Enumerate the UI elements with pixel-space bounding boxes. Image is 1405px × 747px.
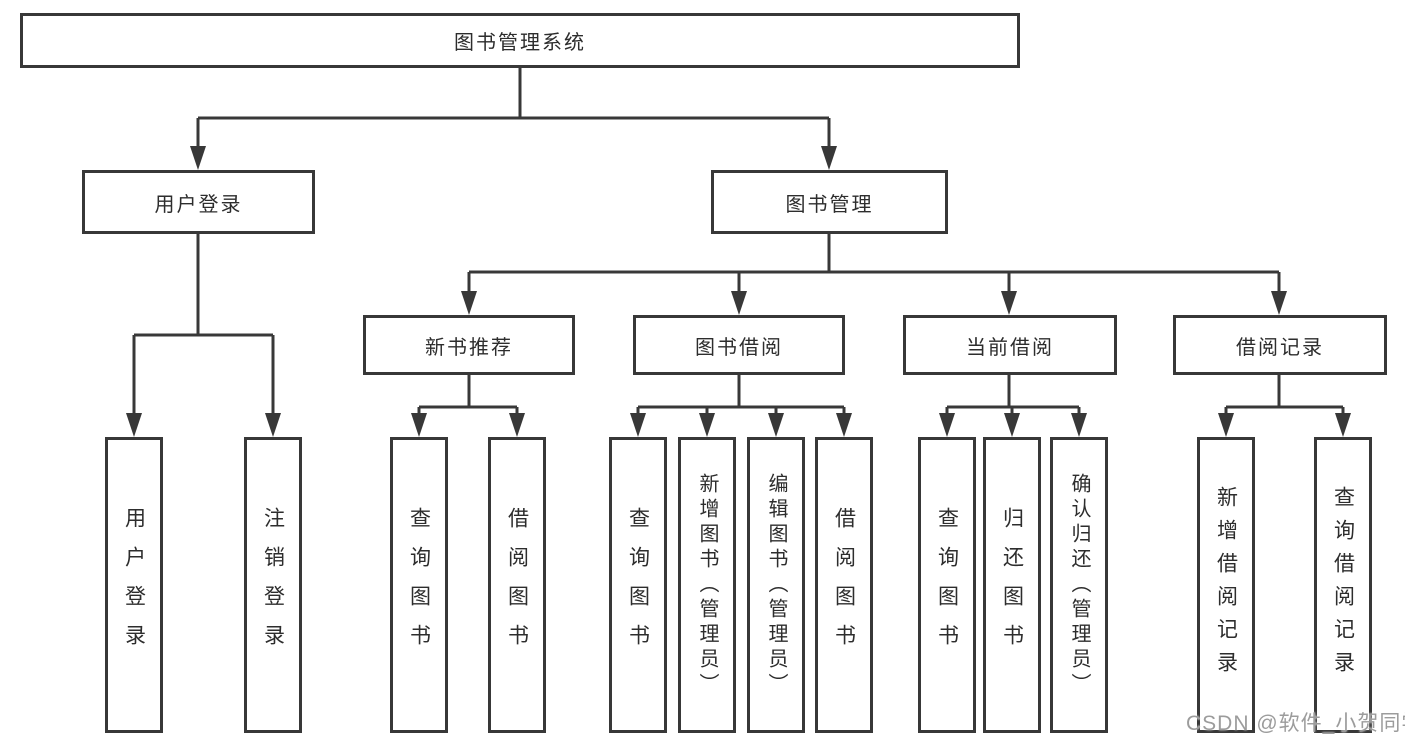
arrowhead-icon [731,291,747,315]
arrowhead-icon [836,413,852,437]
arrowhead-icon [939,413,955,437]
node-book-borrowing: 图书借阅 [633,315,845,375]
leaf-newbooks-query-label: 查询图书 [407,507,431,663]
leaf-current-confirm-return-admin: 确认归还（管理员） [1050,437,1108,733]
arrowhead-icon [1218,413,1234,437]
leaf-borrow-borrow-book-label: 借阅图书 [832,507,856,663]
node-book-management: 图书管理 [711,170,948,234]
leaf-borrow-borrow-book: 借阅图书 [815,437,873,733]
node-borrowing-records: 借阅记录 [1173,315,1387,375]
leaf-records-add: 新增借阅记录 [1197,437,1255,733]
leaf-user-login-label: 用户登录 [122,507,146,663]
arrowhead-icon [768,413,784,437]
arrowhead-icon [461,291,477,315]
leaf-user-login: 用户登录 [105,437,163,733]
leaf-records-query: 查询借阅记录 [1314,437,1372,733]
arrowhead-icon [699,413,715,437]
leaf-logout-label: 注销登录 [261,507,285,663]
leaf-borrow-query-label: 查询图书 [626,507,650,663]
leaf-records-add-label: 新增借阅记录 [1214,486,1238,684]
leaf-borrow-edit-book-admin-label: 编辑图书（管理员） [765,472,787,698]
arrowhead-icon [1001,291,1017,315]
node-user-login: 用户登录 [82,170,315,234]
leaf-borrow-edit-book-admin: 编辑图书（管理员） [747,437,805,733]
leaf-borrow-query: 查询图书 [609,437,667,733]
arrowhead-icon [821,146,837,170]
leaf-records-query-label: 查询借阅记录 [1331,486,1355,684]
watermark: CSDN @软件_小贺同学 [1186,712,1405,735]
leaf-newbooks-query: 查询图书 [390,437,448,733]
node-root-system: 图书管理系统 [20,13,1020,68]
leaf-newbooks-borrow: 借阅图书 [488,437,546,733]
node-new-book-recommend: 新书推荐 [363,315,575,375]
node-current-borrowing: 当前借阅 [903,315,1117,375]
leaf-current-query-label: 查询图书 [935,507,959,663]
leaf-current-confirm-return-admin-label: 确认归还（管理员） [1068,472,1090,698]
arrowhead-icon [265,413,281,437]
leaf-current-query: 查询图书 [918,437,976,733]
arrowhead-icon [630,413,646,437]
leaf-borrow-add-book-admin: 新增图书（管理员） [678,437,736,733]
arrowhead-icon [190,146,206,170]
leaf-current-return-label: 归还图书 [1000,507,1024,663]
arrowhead-icon [1335,413,1351,437]
arrowhead-icon [1271,291,1287,315]
arrowhead-icon [509,413,525,437]
leaf-logout: 注销登录 [244,437,302,733]
leaf-borrow-add-book-admin-label: 新增图书（管理员） [696,472,718,698]
leaf-current-return: 归还图书 [983,437,1041,733]
arrowhead-icon [411,413,427,437]
arrowhead-icon [1004,413,1020,437]
arrowhead-icon [126,413,142,437]
leaf-newbooks-borrow-label: 借阅图书 [505,507,529,663]
arrowhead-icon [1071,413,1087,437]
